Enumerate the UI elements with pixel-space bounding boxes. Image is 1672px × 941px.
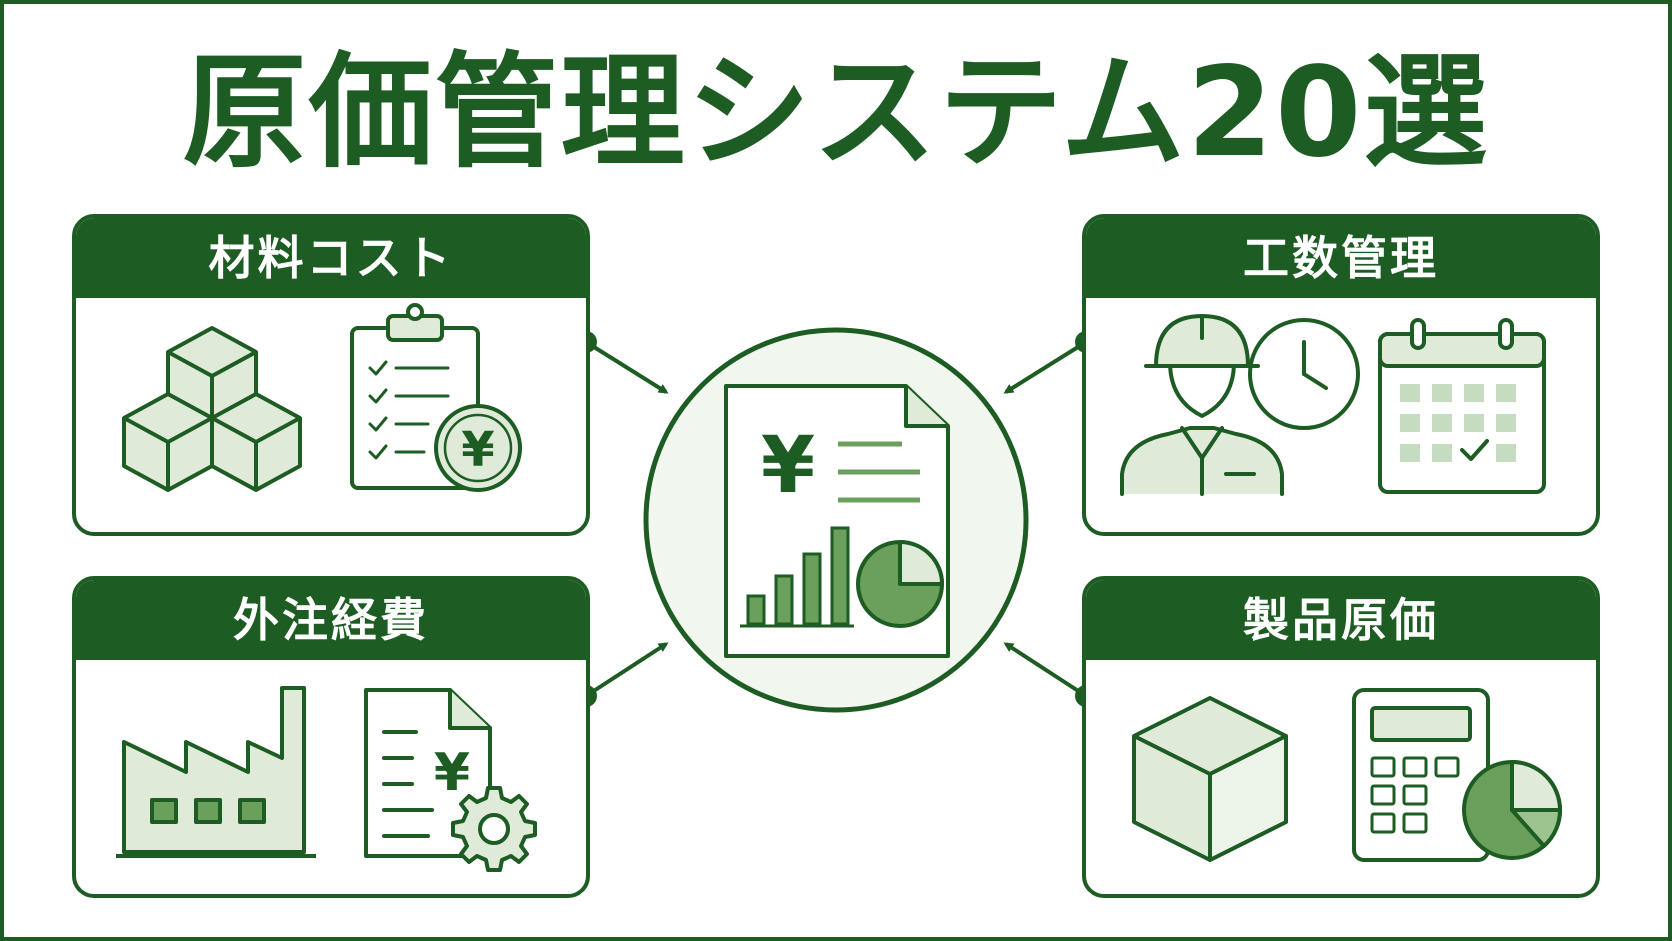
worker-clock-icon — [1120, 314, 1360, 496]
factory-icon — [116, 686, 316, 858]
card-product-cost: 製品原価 — [1082, 576, 1600, 898]
card-material-cost-title: 材料コスト — [76, 218, 586, 298]
calendar-check-icon — [1378, 318, 1546, 494]
card-labor-management-title: 工数管理 — [1086, 218, 1596, 298]
calculator-pie-icon — [1352, 688, 1563, 862]
card-material-cost: 材料コスト — [72, 214, 590, 536]
center-circle: ¥ — [643, 327, 1029, 713]
report-yen-symbol: ¥ — [761, 421, 815, 511]
card-outsourcing-expenses: 外注経費 ¥ — [72, 576, 590, 898]
checklist-yen-icon: ¥ — [350, 303, 522, 492]
cubes-icon — [122, 326, 302, 492]
box-icon — [1132, 696, 1288, 862]
checklist-yen-symbol: ¥ — [461, 422, 494, 478]
page-title: 原価管理システム20選 — [182, 41, 1490, 185]
cost-report-icon: ¥ — [724, 384, 950, 658]
invoice-gear-icon: ¥ — [364, 688, 537, 872]
card-product-cost-title: 製品原価 — [1086, 580, 1596, 660]
invoice-yen-symbol: ¥ — [434, 743, 470, 803]
card-outsourcing-expenses-title: 外注経費 — [76, 580, 586, 660]
card-labor-management: 工数管理 — [1082, 214, 1600, 536]
